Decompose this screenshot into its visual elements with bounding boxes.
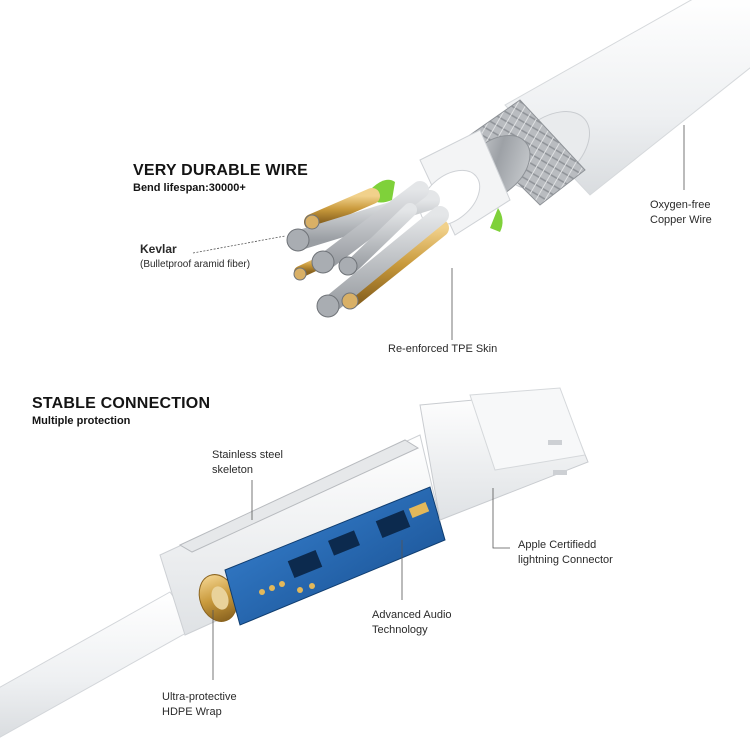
tip-contact-2 (553, 470, 567, 475)
kevlar-desc: (Bulletproof aramid fiber) (140, 259, 251, 270)
steel-skeleton (178, 439, 420, 553)
silver-strand-bundles (290, 181, 449, 314)
strand-end-caps (286, 214, 359, 318)
cable-cutaway-illustration (286, 0, 750, 318)
audio-line2: Technology (372, 624, 428, 636)
hdpe-line1: Ultra-protective (162, 691, 237, 703)
pcb-gold-pads (259, 501, 430, 595)
connection-heading: STABLE CONNECTION Multiple protection (32, 395, 210, 427)
copper-line1: Oxygen-free (650, 199, 711, 211)
tpe-text: Re-enforced TPE Skin (388, 343, 498, 355)
wire-heading: VERY DURABLE WIRE Bend lifespan:30000+ (133, 162, 308, 194)
skeleton-label: Stainless steel skeleton (212, 448, 283, 478)
hdpe-label: Ultra-protective HDPE Wrap (162, 690, 237, 720)
tip-contact-1 (548, 440, 562, 445)
skeleton-line2: skeleton (212, 464, 253, 476)
audio-line1: Advanced Audio (372, 609, 452, 621)
audio-label: Advanced Audio Technology (372, 608, 452, 638)
hdpe-line2: HDPE Wrap (162, 706, 222, 718)
connection-title: STABLE CONNECTION (32, 395, 211, 412)
copper-line2: Copper Wire (650, 214, 712, 226)
apple-line1: Apple Certifiedd (518, 539, 597, 551)
leader-lines-top (192, 125, 685, 340)
tpe-label: Re-enforced TPE Skin (388, 342, 497, 357)
wire-title: VERY DURABLE WIRE (133, 162, 308, 179)
skeleton-line1: Stainless steel (212, 449, 283, 461)
leader-lines-bottom (212, 480, 510, 680)
copper-label: Oxygen-free Copper Wire (650, 198, 712, 228)
apple-line2: lightning Connector (518, 554, 613, 566)
kevlar-label: Kevlar (Bulletproof aramid fiber) (140, 242, 250, 272)
lightning-connector-illustration (0, 387, 589, 738)
kevlar-name: Kevlar (140, 242, 177, 256)
apple-label: Apple Certifiedd lightning Connector (518, 538, 613, 568)
wire-subtitle: Bend lifespan:30000+ (133, 182, 246, 194)
pcb-components (287, 510, 411, 578)
connection-subtitle: Multiple protection (32, 415, 131, 427)
